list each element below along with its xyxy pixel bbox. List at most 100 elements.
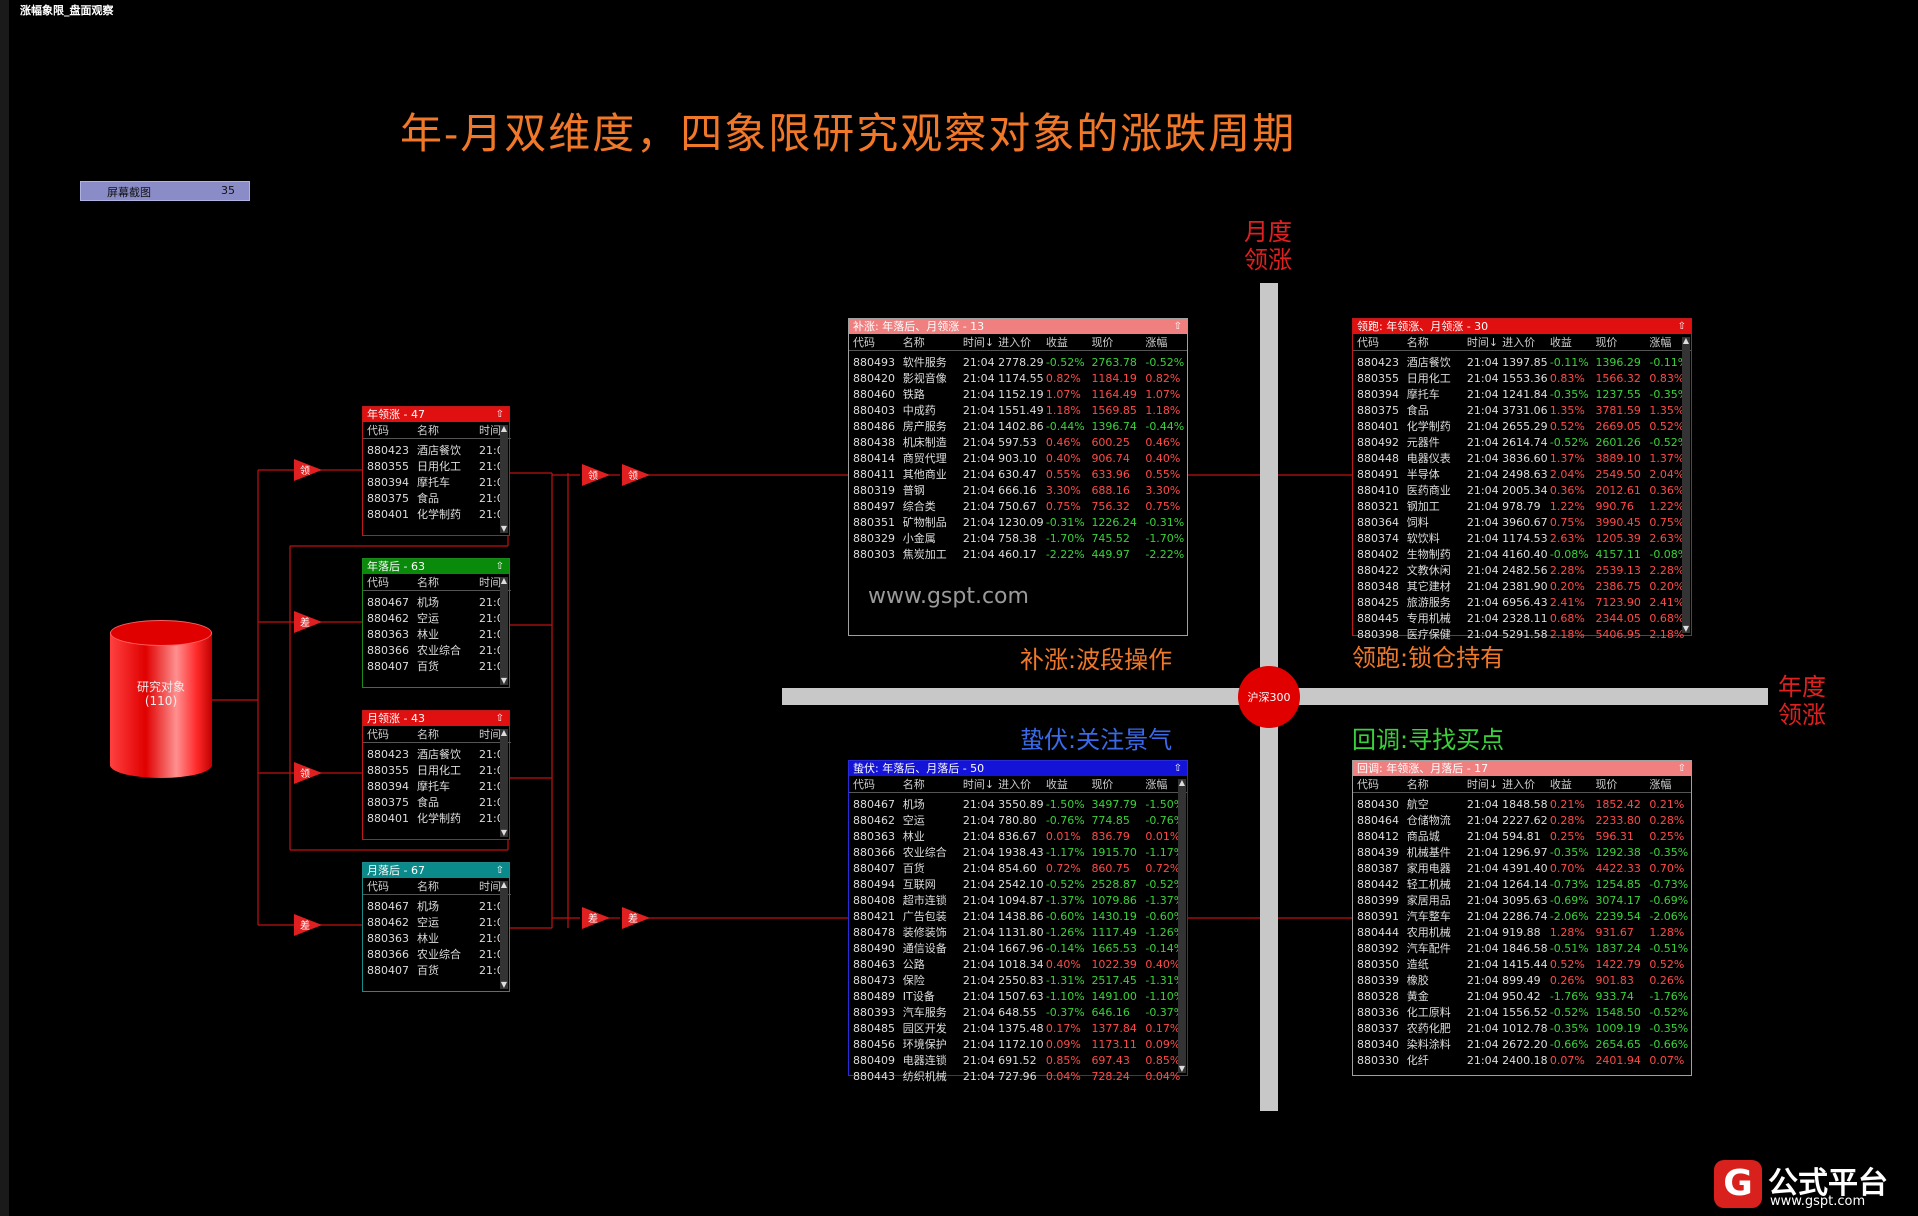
column-header[interactable]: 名称 [413, 422, 475, 439]
scroll-down-icon[interactable]: ▼ [500, 828, 508, 837]
column-header[interactable]: 代码 [849, 776, 899, 793]
column-header[interactable]: 涨幅 [1645, 334, 1691, 351]
column-header[interactable]: 名称 [898, 334, 959, 351]
scrollbar[interactable]: ▲▼ [500, 881, 508, 989]
column-header[interactable]: 进入价 [994, 334, 1042, 351]
column-header[interactable]: 代码 [363, 574, 413, 591]
panel-collapse-icon[interactable]: ⇧ [1173, 321, 1182, 332]
panel-header[interactable]: 回调: 年领涨、月落后 - 17⇧ [1353, 761, 1691, 776]
column-header[interactable]: 代码 [1353, 334, 1403, 351]
column-header[interactable]: 进入价 [1498, 334, 1546, 351]
scroll-up-icon[interactable]: ▲ [1682, 336, 1690, 345]
column-header[interactable]: 涨幅 [1141, 776, 1187, 793]
column-header[interactable]: 进入价 [994, 776, 1042, 793]
column-header[interactable]: 代码 [363, 726, 413, 743]
column-header[interactable]: 现价 [1087, 776, 1142, 793]
scroll-up-icon[interactable]: ▲ [500, 880, 508, 889]
scroll-up-icon[interactable]: ▲ [500, 728, 508, 737]
column-header[interactable]: 名称 [1402, 334, 1463, 351]
column-header[interactable]: 涨幅 [1141, 334, 1187, 351]
panel-collapse-icon[interactable]: ⇧ [495, 409, 504, 420]
panel-collapse-icon[interactable]: ⇧ [1677, 763, 1686, 774]
column-header[interactable]: 代码 [849, 334, 899, 351]
column-header[interactable]: 现价 [1087, 334, 1142, 351]
panel-collapse-icon[interactable]: ⇧ [495, 713, 504, 724]
panel-collapse-icon[interactable]: ⇧ [1677, 321, 1686, 332]
column-header[interactable]: 时间↓ [1462, 776, 1499, 793]
scroll-up-icon[interactable]: ▲ [1178, 778, 1186, 787]
scroll-down-icon[interactable]: ▼ [1682, 624, 1690, 633]
scroll-up-icon[interactable]: ▲ [500, 424, 508, 433]
column-header[interactable]: 代码 [363, 422, 413, 439]
column-header[interactable]: 收益 [1545, 776, 1592, 793]
scroll-down-icon[interactable]: ▼ [500, 524, 508, 533]
column-header[interactable]: 代码 [363, 878, 413, 895]
scroll-down-icon[interactable]: ▼ [500, 676, 508, 685]
column-header[interactable]: 收益 [1545, 334, 1592, 351]
column-header[interactable]: 收益 [1041, 334, 1088, 351]
scrollbar[interactable]: ▲▼ [1178, 779, 1186, 1073]
column-header[interactable]: 涨幅 [1645, 776, 1691, 793]
column-header[interactable]: 名称 [413, 574, 475, 591]
